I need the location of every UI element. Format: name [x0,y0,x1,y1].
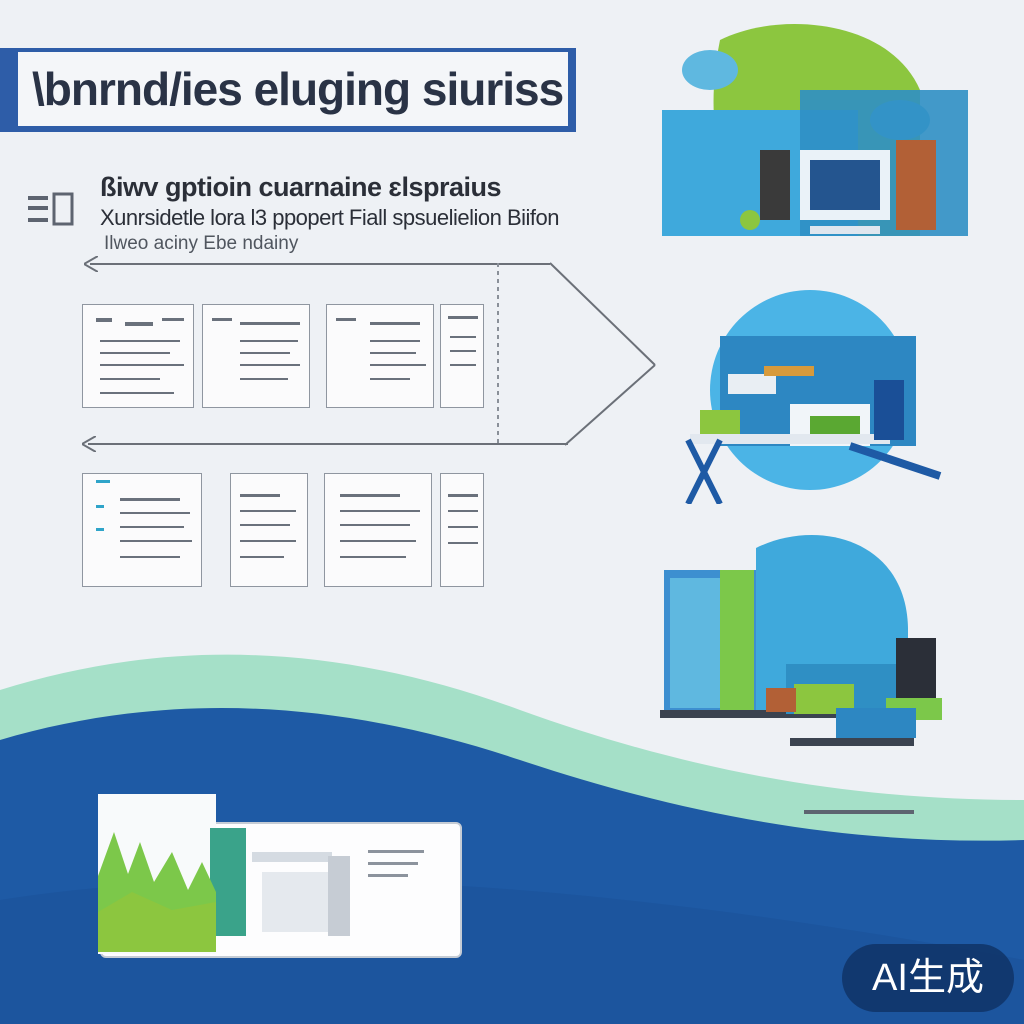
wave-separator [804,810,914,814]
ai-generated-badge: AI生成 [842,944,1014,1012]
banner-title: \bnrnd/ies eluging siuriss [18,52,568,126]
top-connector-line [90,263,550,265]
computer-workstation-illustration [662,24,968,237]
landscape-thumbnail-illustration [98,794,424,954]
document-card [440,473,484,587]
arrow-left-icon [84,256,98,272]
document-card [202,304,310,408]
data-dashboard-illustration [685,290,942,504]
document-card [326,304,434,408]
document-card [440,304,484,408]
diagonal-connector [497,262,656,446]
middle-connector-line [88,443,568,445]
arrow-left-icon [82,436,96,452]
document-card [230,473,308,587]
document-card [324,473,432,587]
section-caption: Ilweo aciny Ebe ndainy [104,233,299,254]
section-subtitle: Xunrsidetle lora l3 ppopert Fiall spsuel… [100,205,560,230]
numbered-marker-icon [28,192,74,226]
office-building-illustration [660,534,942,746]
section-title: ßiwv gptioin cuarnaine ɛlspraius [100,172,502,202]
